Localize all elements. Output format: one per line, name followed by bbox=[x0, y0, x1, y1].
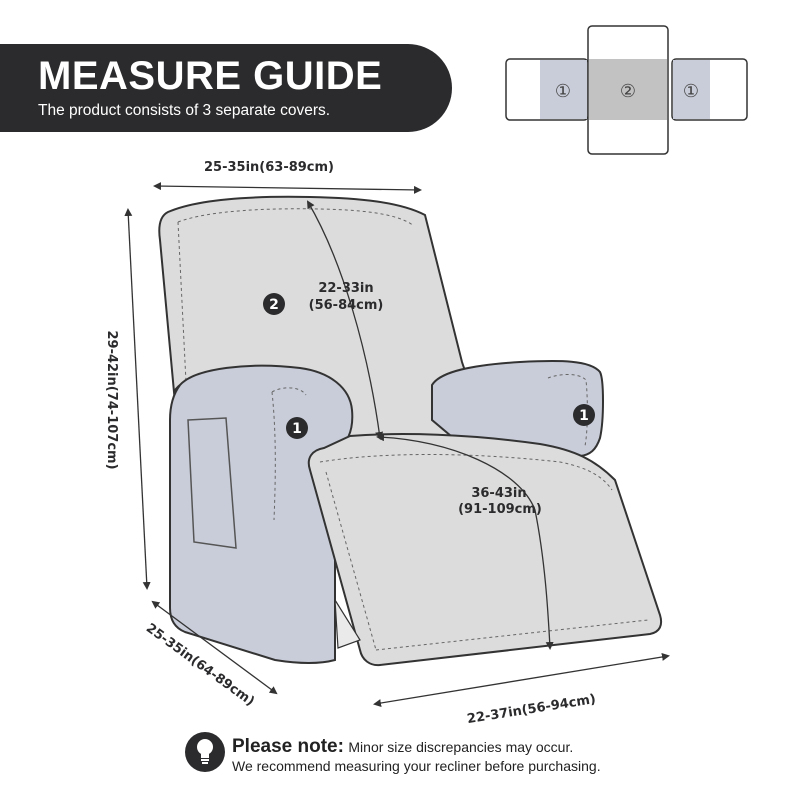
part-badge-1-left: 1 bbox=[286, 417, 308, 439]
dim-line-seat-width bbox=[373, 653, 670, 707]
key-part-3: ① bbox=[683, 81, 699, 102]
seat-footrest-cover bbox=[307, 433, 663, 667]
dim-line-backrest-width bbox=[153, 182, 422, 194]
dim-label-backrest-height-in: 22-33in bbox=[318, 281, 373, 296]
dim-label-total-height: 29-42in(74-107cm) bbox=[104, 330, 119, 469]
key-part-2: ② bbox=[620, 81, 636, 102]
note-line-1: Minor size discrepancies may occur. bbox=[348, 739, 574, 755]
dim-label-backrest-height-cm: (56-84cm) bbox=[309, 298, 384, 313]
page-subtitle: The product consists of 3 separate cover… bbox=[38, 102, 331, 119]
note-block: Please note: Minor size discrepancies ma… bbox=[232, 736, 573, 758]
svg-text:1: 1 bbox=[292, 421, 302, 437]
dim-label-seat-width: 22-37in(56-94cm) bbox=[466, 692, 597, 727]
part-badge-2: 2 bbox=[263, 293, 285, 315]
dim-line-seat-length bbox=[376, 433, 554, 650]
svg-text:1: 1 bbox=[579, 408, 589, 424]
header-banner: MEASURE GUIDE The product consists of 3 … bbox=[0, 44, 452, 132]
lightbulb-icon bbox=[185, 732, 225, 772]
svg-text:2: 2 bbox=[269, 297, 279, 313]
dim-label-seat-length-cm: (91-109cm) bbox=[458, 502, 542, 517]
dim-line-total-height bbox=[124, 208, 151, 590]
part-badge-1-right: 1 bbox=[573, 404, 595, 426]
dim-line-arm-depth bbox=[151, 600, 278, 695]
key-part-1: ① bbox=[555, 81, 571, 102]
dim-line-backrest-height bbox=[306, 200, 384, 440]
cover-layout-key: ① ② ① bbox=[505, 25, 748, 155]
dim-label-seat-length-in: 36-43in bbox=[471, 486, 526, 501]
note-heading: Please note: bbox=[232, 736, 344, 757]
dim-label-backrest-width: 25-35in(63-89cm) bbox=[204, 160, 334, 175]
note-line-2: We recommend measuring your recliner bef… bbox=[232, 758, 601, 774]
right-arm-cover bbox=[431, 360, 604, 458]
page-title: MEASURE GUIDE bbox=[38, 54, 383, 98]
